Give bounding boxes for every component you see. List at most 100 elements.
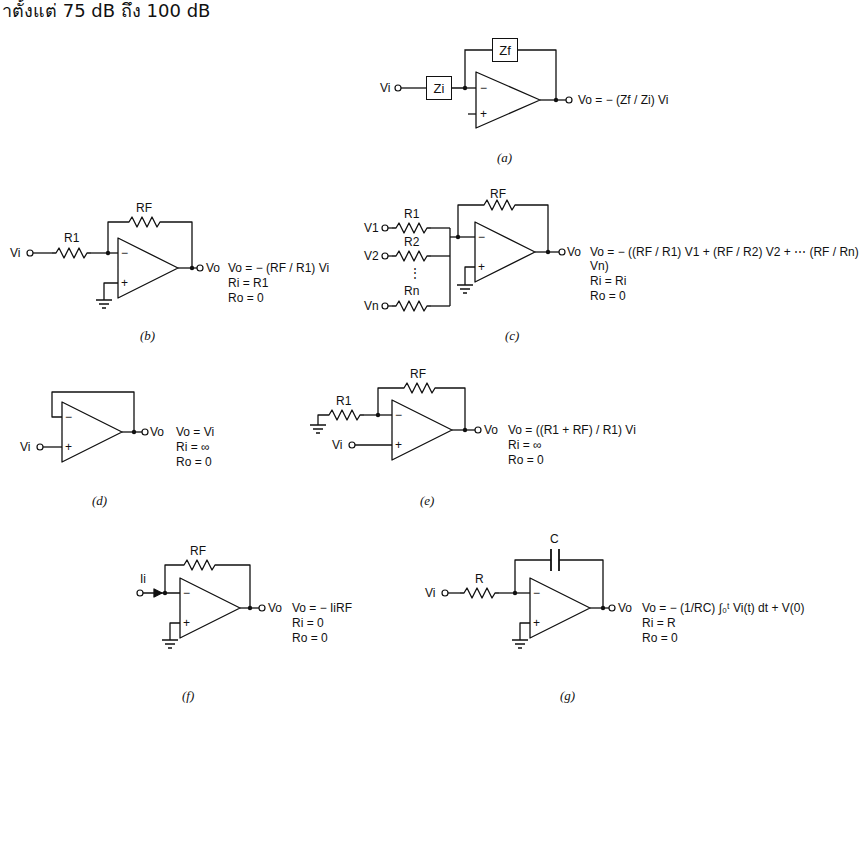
- impedance-label: Zi: [434, 81, 445, 96]
- wire: [318, 415, 325, 425]
- component-label: R1: [64, 231, 79, 245]
- wire: [52, 392, 134, 432]
- terminal: [259, 605, 265, 611]
- wire: [540, 99, 566, 100]
- junction-dot: [554, 98, 558, 102]
- resistor-symbol: [392, 301, 431, 311]
- signal-label: Vo: [618, 601, 632, 615]
- formula: Vo = Vi: [176, 425, 214, 439]
- op-amp-symbol: [392, 400, 452, 460]
- terminal: [566, 97, 572, 103]
- wire: [388, 305, 392, 306]
- current-arrow: [154, 589, 162, 597]
- formula: Ro = 0: [642, 631, 678, 645]
- component-label: RF: [136, 201, 152, 215]
- formula: Vo = − (Zf / Zi) Vi: [578, 93, 668, 107]
- formula: Vo = − ((RF / R1) V1 + (RF / R2) V2 + ⋯ …: [590, 245, 862, 273]
- op-amp-symbol: [62, 402, 122, 462]
- terminal: [349, 442, 355, 448]
- terminal: [382, 303, 388, 309]
- component-label: Rn: [404, 284, 419, 298]
- component-label: R2: [404, 235, 419, 249]
- wire: [355, 444, 392, 445]
- formula: Ro = 0: [508, 453, 544, 467]
- figure-label: (e): [420, 493, 434, 508]
- terminal: [37, 444, 43, 450]
- wire: [219, 565, 250, 608]
- formula: Ri = 0: [292, 616, 324, 630]
- heading-text: าตั้งแต่ 75 dB ถึง 100 dB: [2, 0, 210, 21]
- signal-label: Vo: [150, 425, 164, 439]
- wire: [439, 388, 465, 430]
- circuit-g: [442, 549, 615, 648]
- pin-sign: −: [183, 586, 190, 600]
- signal-label: V2: [364, 249, 379, 263]
- formula: Ro = 0: [590, 289, 626, 303]
- pin-sign: −: [121, 246, 128, 260]
- terminal: [382, 225, 388, 231]
- resistor-symbol: [325, 410, 364, 420]
- formula: Ro = 0: [292, 631, 328, 645]
- pin-sign: +: [478, 260, 485, 274]
- terminal: [142, 429, 148, 435]
- component-label: R: [475, 572, 484, 586]
- signal-label: Vi: [425, 586, 435, 600]
- formula: Ro = 0: [228, 291, 264, 305]
- wire: [401, 87, 426, 88]
- ground-symbol: [512, 640, 528, 648]
- circuit-d: [37, 392, 148, 462]
- formula: Ri = ∞: [508, 438, 542, 452]
- junction-dot: [248, 606, 252, 610]
- pin-sign: +: [65, 440, 72, 454]
- ground-symbol: [96, 300, 112, 308]
- signal-label: Vi: [10, 246, 20, 260]
- resistor-symbol: [392, 223, 431, 233]
- resistor-symbol: [392, 251, 431, 261]
- op-amp-symbol: [530, 578, 590, 638]
- ground-symbol: [310, 425, 326, 433]
- terminal: [395, 85, 401, 91]
- formula: Ri = R1: [228, 276, 268, 290]
- signal-label: Vo: [484, 423, 498, 437]
- circuit-e: [310, 383, 481, 460]
- ellipsis-mark: ⋮: [409, 266, 421, 280]
- op-amp-symbol: [476, 72, 540, 128]
- signal-label: Vo: [268, 601, 282, 615]
- wire: [431, 305, 450, 306]
- wire: [559, 560, 603, 608]
- terminal: [559, 249, 565, 255]
- formula: Vo = − (1/RC) ∫₀ᵗ Vi(t) dt + V(0): [642, 601, 804, 615]
- terminal: [137, 590, 143, 596]
- formula: Ri = ∞: [176, 440, 210, 454]
- terminal: [442, 590, 448, 596]
- signal-label: Ii: [140, 572, 146, 586]
- pin-sign: +: [183, 616, 190, 630]
- component-label: RF: [410, 367, 426, 381]
- wire: [164, 222, 192, 268]
- wire: [388, 255, 392, 256]
- signal-label: Vi: [332, 438, 342, 452]
- terminal: [197, 265, 203, 271]
- junction-dot: [463, 428, 467, 432]
- component-label: RF: [190, 544, 206, 558]
- op-amp-symbol: [475, 222, 535, 282]
- pin-sign: −: [478, 230, 485, 244]
- junction-dot: [190, 266, 194, 270]
- wire: [449, 228, 450, 306]
- signal-label: Vi: [20, 440, 30, 454]
- wire: [43, 446, 62, 447]
- op-amp-symbol: [118, 238, 178, 298]
- wire: [104, 283, 118, 300]
- pin-sign: +: [395, 438, 402, 452]
- pin-sign: +: [533, 616, 540, 630]
- figure-label: (d): [92, 493, 107, 508]
- figure-label: (a): [497, 150, 512, 165]
- junction-dot: [132, 430, 136, 434]
- component-label: R1: [336, 394, 351, 408]
- capacitor-symbol: [551, 549, 559, 571]
- wire: [519, 205, 548, 252]
- wire: [170, 623, 180, 640]
- signal-label: Vo: [567, 245, 581, 259]
- wire: [431, 255, 450, 256]
